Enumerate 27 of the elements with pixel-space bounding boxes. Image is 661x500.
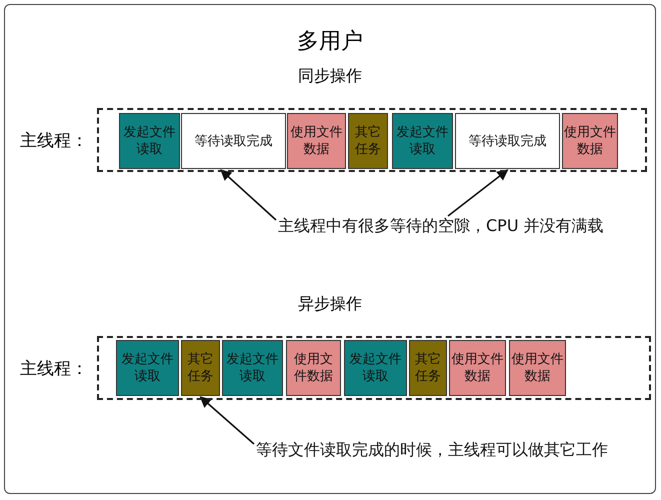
section-heading: 异步操作 [297, 294, 363, 315]
task-block: 等待读取完成 [455, 113, 560, 169]
arrow [220, 169, 277, 221]
annotation-text: 等待文件读取完成的时候，主线程可以做其它工作 [256, 440, 656, 466]
diagram-title: 多用户 [296, 28, 364, 56]
task-block: 使用文件数据 [562, 113, 618, 169]
task-block: 使用文件数据 [286, 340, 341, 396]
task-block: 发起文件读取 [392, 113, 453, 169]
arrow [200, 396, 255, 445]
task-block: 其它任务 [181, 340, 220, 396]
row-label: 主线程： [20, 130, 88, 152]
arrow [448, 169, 508, 217]
timeline-band [97, 108, 647, 172]
task-block: 其它任务 [409, 340, 447, 396]
task-block: 等待读取完成 [181, 113, 286, 169]
task-block: 发起文件读取 [119, 113, 180, 169]
task-block: 发起文件读取 [116, 340, 179, 396]
task-block: 发起文件读取 [222, 340, 283, 396]
section-heading: 同步操作 [297, 66, 363, 87]
annotation-text: 主线程中有很多等待的空隙，CPU 并没有满载 [278, 216, 654, 242]
task-block: 使用文件数据 [287, 113, 346, 169]
task-block: 其它任务 [348, 113, 388, 169]
timeline-band [97, 336, 651, 400]
row-label: 主线程： [20, 358, 88, 380]
task-block: 发起文件读取 [344, 340, 407, 396]
task-block: 使用文件数据 [509, 340, 566, 396]
task-block: 使用文件数据 [449, 340, 506, 396]
